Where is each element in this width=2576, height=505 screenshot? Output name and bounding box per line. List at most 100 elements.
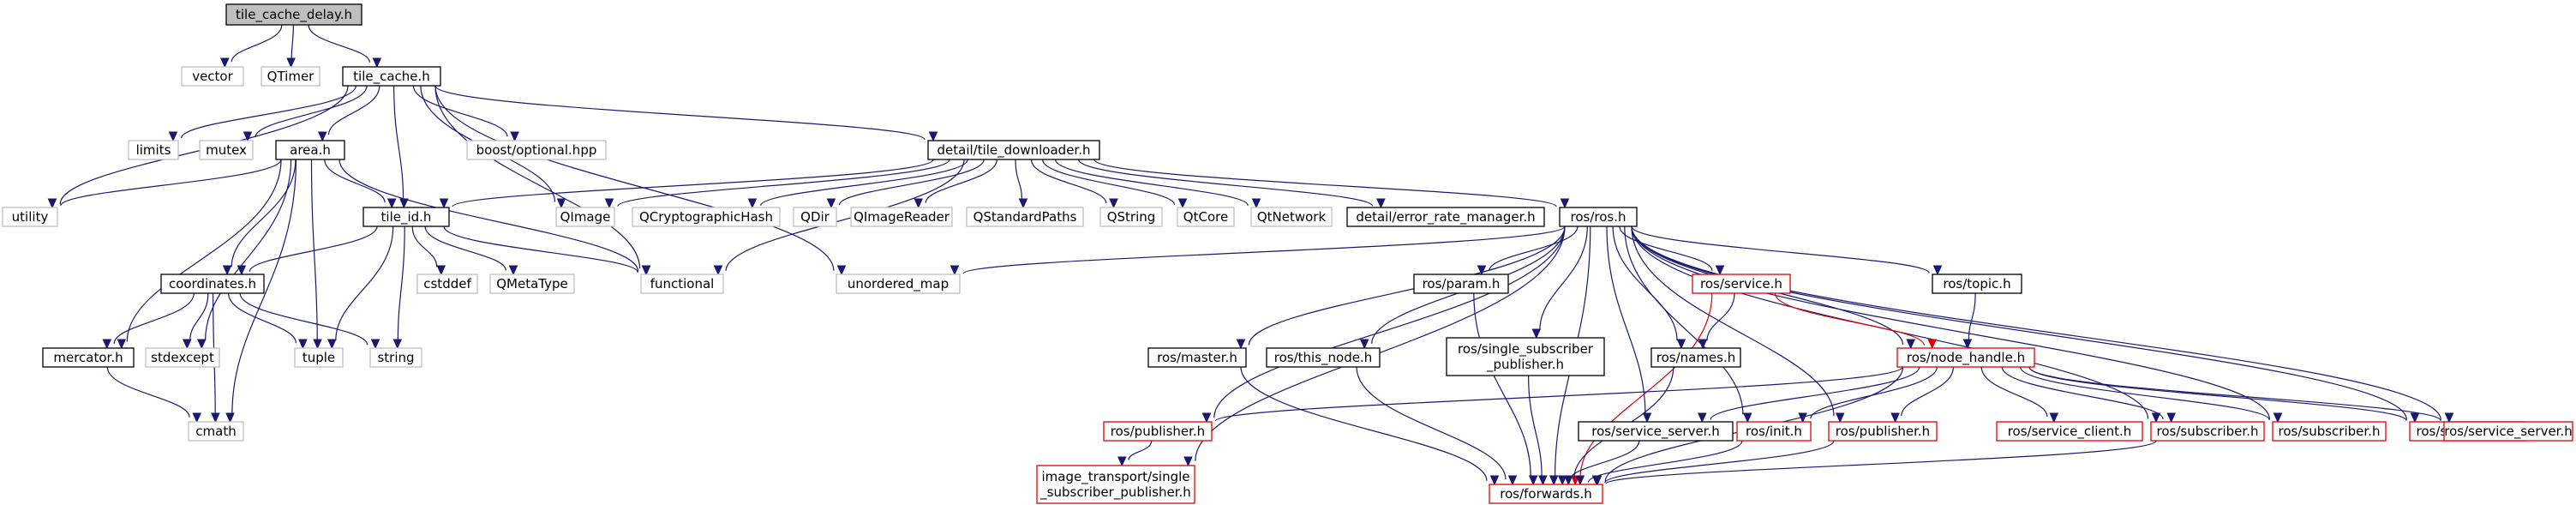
edge-line — [412, 85, 508, 137]
node-ros-names[interactable]: ros/names.h — [1650, 347, 1741, 368]
edge-coordinates-to-mercator — [102, 292, 195, 350]
node-label: utility — [12, 209, 49, 225]
edge-arrowhead — [183, 339, 192, 350]
node-ros-publisher-a[interactable]: ros/publisher.h — [1103, 421, 1213, 442]
node-box — [1932, 274, 2022, 294]
node-tile-cache-delay[interactable]: tile_cache_delay.h — [225, 3, 362, 26]
edge-arrowhead — [327, 339, 337, 350]
node-ros-service-server-a[interactable]: ros/service_server.h — [1578, 421, 1734, 442]
edge-tile_cache-to-unordered_map — [434, 85, 847, 276]
node-tile-id[interactable]: tile_id.h — [362, 207, 450, 227]
edge-line — [231, 159, 297, 268]
edge-arrowhead — [117, 339, 127, 350]
node-detail-error-rate-manager[interactable]: detail/error_rate_manager.h — [1346, 207, 1545, 227]
node-label: QtNetwork — [1257, 209, 1327, 225]
node-box — [2, 207, 58, 227]
edge-arrowhead — [243, 131, 253, 142]
edge-line — [925, 159, 997, 203]
edge-tile_cache-to-area — [318, 85, 380, 142]
edge-line — [1579, 292, 1713, 478]
node-ros-subscriber-a[interactable]: ros/subscriber.h — [2150, 421, 2265, 442]
node-label: ros/forwards.h — [1500, 486, 1591, 502]
node-box — [2272, 421, 2387, 442]
node-QMetaType: QMetaType — [489, 274, 575, 294]
node-label: ros/service_client.h — [2008, 424, 2132, 440]
edge-arrowhead — [386, 198, 397, 209]
node-box — [342, 66, 441, 87]
node-ros-topic[interactable]: ros/topic.h — [1932, 274, 2022, 294]
node-ros-this-node[interactable]: ros/this_node.h — [1266, 347, 1381, 368]
edge-line — [335, 225, 394, 341]
edge-line — [1356, 366, 1507, 480]
edge-coordinates-to-tuple — [228, 292, 308, 350]
node-ros-single-subscriber-publisher[interactable]: ros/single_subscriber_publisher.h — [1446, 337, 1605, 376]
node-ros-service-client[interactable]: ros/service_client.h — [1996, 421, 2143, 442]
node-area[interactable]: area.h — [275, 140, 345, 160]
edge-line — [239, 292, 368, 346]
edge-arrowhead — [826, 198, 836, 209]
node-box — [640, 274, 724, 294]
node-label: QImageReader — [854, 209, 950, 225]
edge-line — [1631, 225, 2441, 420]
node-ros-ros[interactable]: ros/ros.h — [1559, 207, 1638, 227]
node-QTimer: QTimer — [261, 66, 321, 87]
edge-line — [1901, 366, 1954, 417]
edge-coordinates-to-string — [239, 292, 380, 350]
edge-line — [231, 24, 283, 63]
node-ros-param[interactable]: ros/param.h — [1413, 274, 1509, 294]
node-box — [1266, 347, 1381, 368]
edge-ros_ros-to-ros_subscriber_a — [1631, 225, 2161, 424]
edge-arrowhead — [313, 339, 322, 350]
node-tile-cache[interactable]: tile_cache.h — [342, 66, 441, 87]
node-limits: limits — [128, 140, 179, 160]
edge-arrowhead — [1592, 475, 1603, 486]
node-ros-service-server-b[interactable]: ros/service_server.h — [2443, 421, 2573, 442]
edge-arrowhead — [1927, 339, 1937, 350]
node-image-transport-ssp[interactable]: image_transport/single_subscriber_publis… — [1036, 465, 1195, 504]
node-ros-subscriber-b[interactable]: ros/subscriber.h — [2272, 421, 2387, 442]
node-ros-node-handle[interactable]: ros/node_handle.h — [1896, 347, 2035, 368]
edge-line — [1473, 292, 1531, 477]
edge-arrowhead — [1201, 412, 1212, 424]
edge-coordinates-to-stdexcept — [183, 292, 209, 350]
edge-line — [255, 85, 368, 137]
node-mercator[interactable]: mercator.h — [42, 347, 135, 368]
edge-line — [308, 24, 370, 63]
node-ros-forwards[interactable]: ros/forwards.h — [1489, 484, 1603, 504]
edge-detail_tile_downloader-to-QDir — [826, 159, 985, 209]
edge-arrowhead — [1962, 339, 1973, 350]
node-box — [181, 66, 244, 87]
node-coordinates[interactable]: coordinates.h — [160, 274, 265, 294]
edge-arrowhead — [508, 265, 518, 276]
node-label: ros/param.h — [1423, 276, 1501, 292]
node-ros-master[interactable]: ros/master.h — [1147, 347, 1247, 368]
edge-line — [126, 159, 282, 342]
node-box — [1996, 421, 2143, 442]
node-box — [416, 274, 478, 294]
edge-ros_ros-to-ros_master — [1236, 225, 1566, 350]
node-label: mutex — [206, 142, 247, 158]
edge-detail_tile_downloader-to-tile_id — [439, 159, 934, 209]
edge-ros_ros-to-ros_service_server_b — [1631, 225, 2454, 424]
edge-arrowhead — [836, 265, 847, 276]
node-cstddef: cstddef — [416, 274, 478, 294]
edge-arrowhead — [1575, 475, 1585, 486]
node-functional: functional — [640, 274, 724, 294]
node-label: limits — [136, 142, 171, 158]
node-ros-service[interactable]: ros/service.h — [1692, 274, 1791, 294]
node-box — [1692, 274, 1791, 294]
node-ros-publisher-b[interactable]: ros/publisher.h — [1828, 421, 1938, 442]
node-label: ros/init.h — [1746, 424, 1802, 439]
node-QImageReader: QImageReader — [850, 207, 953, 227]
edge-arrowhead — [1835, 412, 1845, 424]
edge-arrowhead — [318, 131, 327, 142]
edge-tile_id-to-QMetaType — [424, 225, 518, 276]
edge-arrowhead — [1698, 412, 1707, 424]
edge-line — [411, 225, 438, 268]
node-box — [362, 207, 450, 227]
edge-arrowhead — [1507, 475, 1518, 486]
node-label: functional — [650, 276, 715, 292]
node-detail-tile-downloader[interactable]: detail/tile_downloader.h — [927, 140, 1100, 160]
node-ros-init[interactable]: ros/init.h — [1736, 421, 1812, 442]
